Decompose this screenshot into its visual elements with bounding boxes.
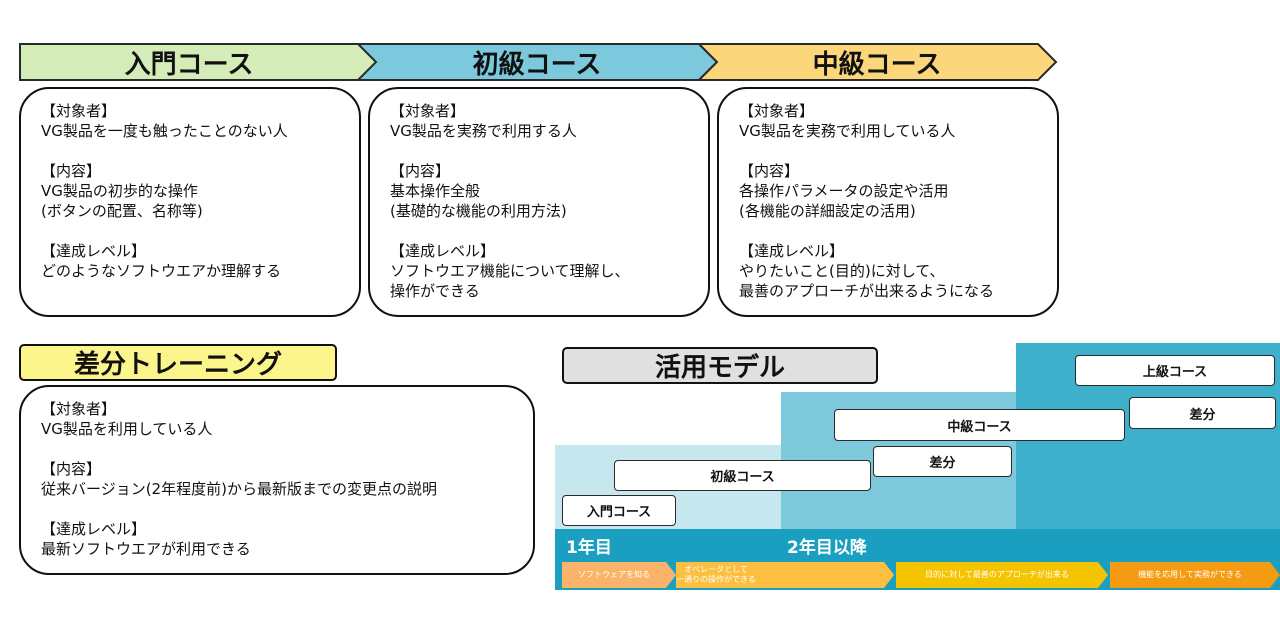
goal-heading: 【達成レベル】 — [390, 242, 496, 260]
year-1-label: 1年目 — [566, 538, 612, 558]
content-text: (各機能の詳細設定の活用) — [739, 202, 916, 220]
content-text: 各操作パラメータの設定や活用 — [739, 182, 949, 200]
course-card-chukyu: 【対象者】 VG製品を実務で利用している人 【内容】各操作パラメータの設定や活用 (… — [717, 87, 1059, 317]
stage-text-4: 機能を応用して実務ができる — [1138, 570, 1242, 579]
course-title-chukyu: 中級コース — [812, 49, 942, 80]
goal-text: 操作ができる — [390, 282, 480, 300]
pill-sabun-1: 差分 — [873, 446, 1012, 477]
goal-heading: 【達成レベル】 — [41, 242, 147, 260]
course-arrow-chukyu — [696, 43, 1058, 81]
goal-text: どのようなソフトウエアか理解する — [41, 262, 282, 280]
stage-text-2: オペレータとして 一通りの操作ができる — [676, 565, 756, 584]
pill-nyumon: 入門コース — [562, 495, 676, 526]
course-card-shokyu: 【対象者】 VG製品を実務で利用する人 【内容】基本操作全般 (基礎的な機能の利用方… — [368, 87, 710, 317]
goal-heading: 【達成レベル】 — [41, 520, 147, 538]
course-title-nyumon: 入門コース — [124, 49, 254, 80]
target-heading: 【対象者】 — [739, 102, 815, 120]
target-heading: 【対象者】 — [41, 102, 117, 120]
pill-sabun-2: 差分 — [1129, 397, 1276, 429]
goal-heading: 【達成レベル】 — [739, 242, 845, 260]
content-heading: 【内容】 — [41, 460, 102, 478]
diff-training-title: 差分トレーニング — [19, 344, 337, 381]
content-heading: 【内容】 — [41, 162, 102, 180]
pill-chukyu: 中級コース — [834, 409, 1125, 441]
stage-text-3: 目的に対して最善のアプローチが出来る — [925, 570, 1069, 579]
target-heading: 【対象者】 — [390, 102, 466, 120]
stage-arrow-3 — [896, 562, 1108, 588]
target-text: VG製品を実務で利用する人 — [390, 122, 577, 140]
content-heading: 【内容】 — [390, 162, 451, 180]
model-title: 活用モデル — [562, 347, 878, 384]
course-title-shokyu: 初級コース — [472, 49, 602, 80]
content-text: VG製品の初歩的な操作 — [41, 182, 198, 200]
target-heading: 【対象者】 — [41, 400, 117, 418]
goal-text: 最新ソフトウエアが利用できる — [41, 540, 251, 558]
pill-shokyu: 初級コース — [614, 460, 871, 491]
content-heading: 【内容】 — [739, 162, 800, 180]
stage-arrow-4 — [1110, 562, 1280, 588]
stage-text-1: ソフトウェアを知る — [578, 570, 650, 579]
content-text: (基礎的な機能の利用方法) — [390, 202, 567, 220]
goal-text: 最善のアプローチが出来るようになる — [739, 282, 995, 300]
content-text: (ボタンの配置、名称等) — [41, 202, 203, 220]
stage-arrow-1 — [562, 562, 676, 588]
content-text: 従来バージョン(2年程度前)から最新版までの変更点の説明 — [41, 480, 437, 498]
target-text: VG製品を一度も触ったことのない人 — [41, 122, 288, 140]
content-text: 基本操作全般 — [390, 182, 481, 200]
goal-text: ソフトウエア機能について理解し、 — [390, 262, 630, 280]
course-card-nyumon: 【対象者】 VG製品を一度も触ったことのない人 【内容】 VG製品の初歩的な操作 (ボ… — [19, 87, 361, 317]
diff-training-card: 【対象者】 VG製品を利用している人 【内容】従来バージョン(2年程度前)から最新… — [19, 385, 535, 575]
goal-text: やりたいこと(目的)に対して、 — [739, 262, 945, 280]
year-2-label: 2年目以降 — [787, 538, 867, 558]
stage-arrow-2 — [676, 562, 894, 588]
pill-jokyu: 上級コース — [1075, 355, 1275, 386]
target-text: VG製品を利用している人 — [41, 420, 213, 438]
target-text: VG製品を実務で利用している人 — [739, 122, 956, 140]
